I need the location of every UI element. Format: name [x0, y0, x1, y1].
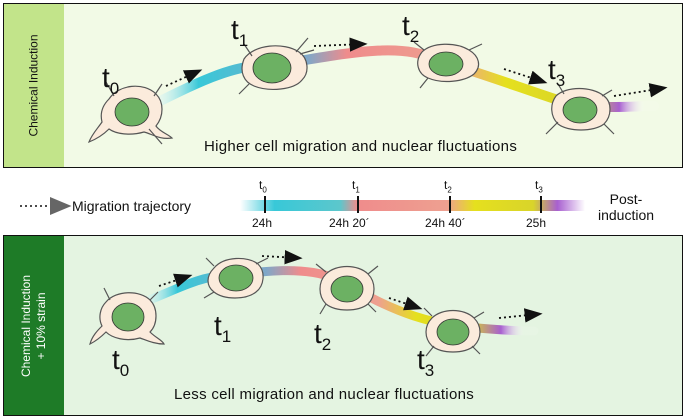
legend-timeline-bar [240, 200, 585, 211]
legend-post-label: Post- induction [598, 191, 655, 223]
bottom-t3-label: t3 [417, 344, 435, 380]
top-cell-t0 [87, 81, 174, 145]
legend-time-24h40: 24h 40´ [425, 216, 466, 230]
top-cell-t3 [545, 83, 615, 135]
legend: Migration trajectory t0 t1 t2 t3 24h 24h… [0, 168, 686, 234]
bottom-t2-label: t2 [314, 318, 332, 354]
legend-trajectory-label: Migration trajectory [72, 198, 192, 214]
bottom-panel: Chemical Induction + 10% strain [3, 235, 683, 416]
top-cell-t2 [413, 41, 483, 89]
top-cell-t1 [238, 37, 315, 95]
top-content: t0 t1 t2 t3 Higher cell migration and nu… [64, 4, 682, 167]
bottom-migration-illustration [89, 250, 543, 357]
bottom-arrow-3 [388, 296, 423, 311]
legend-t1: t1 [352, 178, 360, 195]
legend-time-24h20: 24h 20´ [329, 216, 370, 230]
top-side-label: Chemical Induction [26, 34, 41, 137]
top-arrow-3 [503, 68, 548, 85]
bottom-cell-t1 [203, 257, 269, 299]
bottom-caption: Less cell migration and nuclear fluctuat… [174, 386, 475, 403]
bottom-cell-t2 [315, 263, 379, 315]
top-caption: Higher cell migration and nuclear fluctu… [204, 138, 518, 155]
top-t3-label: t3 [548, 54, 566, 90]
bottom-cell-t3 [423, 307, 485, 357]
top-t2-label: t2 [402, 10, 420, 46]
top-t0-label: t0 [102, 62, 120, 98]
legend-t3: t3 [535, 178, 543, 195]
top-arrow-2 [313, 37, 368, 52]
bottom-t1-label: t1 [214, 310, 232, 346]
top-sidebar: Chemical Induction [4, 4, 64, 167]
bottom-arrow-1 [158, 273, 193, 288]
bottom-side-label: Chemical Induction + 10% strain [19, 274, 48, 377]
top-arrow-4 [613, 83, 668, 98]
bottom-cell-t0 [89, 287, 165, 346]
bottom-arrow-4 [498, 308, 543, 323]
top-panel: Chemical Induction [3, 3, 683, 168]
bottom-sidebar: Chemical Induction + 10% strain [4, 236, 64, 415]
top-arrow-1 [165, 69, 203, 87]
bottom-arrow-2 [261, 250, 303, 265]
legend-graphics [20, 196, 585, 215]
legend-t0: t0 [259, 178, 267, 195]
bottom-t0-label: t0 [112, 344, 130, 380]
legend-time-24h: 24h [252, 216, 273, 230]
bottom-content: t0 t1 t2 t3 Less cell migration and nucl… [64, 236, 682, 415]
top-t1-label: t1 [231, 14, 249, 50]
legend-t2: t2 [444, 178, 452, 195]
legend-time-25h: 25h [526, 216, 547, 230]
top-migration-illustration [87, 37, 668, 145]
